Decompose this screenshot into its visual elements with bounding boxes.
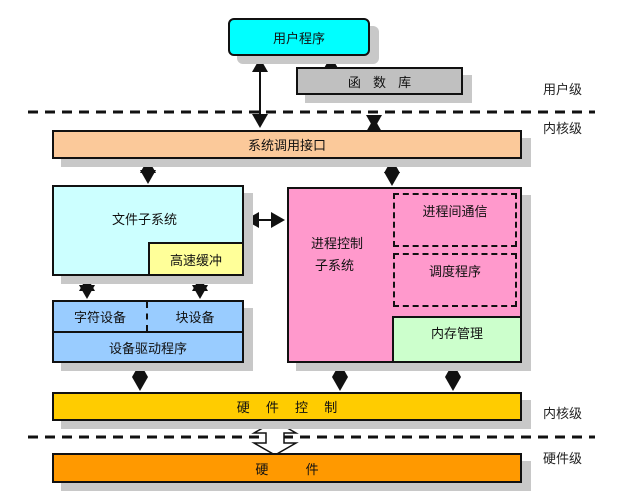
hardware-label: 硬 件 — [255, 462, 319, 478]
hardware-control-label: 硬 件 控 制 — [236, 401, 338, 416]
user-level-label: 用户级 — [543, 83, 583, 98]
user-program-label: 用户程序 — [272, 31, 325, 47]
kernel-level-label-bottom: 内核级 — [543, 407, 583, 422]
library-label: 函 数 库 — [347, 75, 412, 91]
kernel-level-label-top: 内核级 — [543, 122, 583, 137]
scheduler-label: 调度程序 — [428, 265, 481, 280]
char-device-box: 字符设备 — [54, 302, 148, 331]
file-subsystem-label: 文件子系统 — [112, 213, 178, 228]
process-control-box: 进程控制子系统 进程间通信 调度程序 内存管理 — [287, 187, 522, 363]
file-subsystem-box: 文件子系统 高速缓冲 — [52, 185, 244, 276]
device-driver-label: 设备驱动程序 — [108, 341, 187, 357]
device-box: 字符设备 块设备 设备驱动程序 — [52, 300, 244, 363]
process-control-label: 进程控制子系统 — [311, 237, 364, 274]
device-driver-box: 设备驱动程序 — [54, 331, 242, 361]
block-device-box: 块设备 — [148, 302, 242, 331]
hardware-box: 硬 件 — [52, 453, 522, 483]
user-program-box: 用户程序 — [228, 18, 370, 56]
syscall-interface-box: 系统调用接口 — [52, 130, 522, 159]
hardware-level-label: 硬件级 — [543, 452, 583, 467]
syscall-label: 系统调用接口 — [247, 139, 326, 154]
scheduler-box: 调度程序 — [393, 253, 517, 307]
ipc-label: 进程间通信 — [422, 205, 488, 220]
memory-mgmt-box: 内存管理 — [392, 316, 520, 361]
buffer-cache-box: 高速缓冲 — [148, 242, 242, 274]
hardware-control-box: 硬 件 控 制 — [52, 392, 522, 421]
char-device-label: 字符设备 — [73, 311, 126, 326]
library-box: 函 数 库 — [296, 67, 463, 95]
ipc-box: 进程间通信 — [393, 193, 517, 247]
block-device-label: 块设备 — [175, 311, 215, 326]
buffer-cache-label: 高速缓冲 — [169, 253, 222, 269]
watermark: 悟空问答 — [535, 468, 603, 488]
memory-mgmt-label: 内存管理 — [430, 327, 483, 342]
